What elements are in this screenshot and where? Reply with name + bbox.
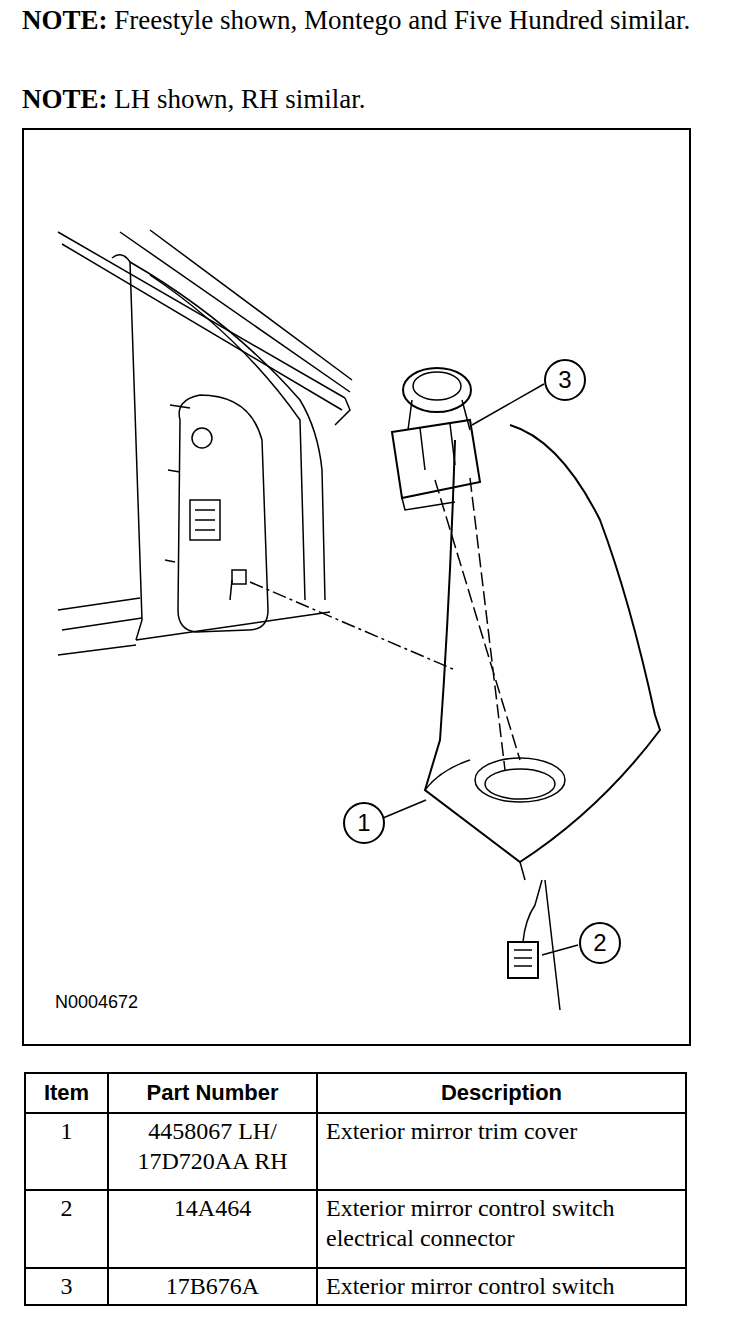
table-cell: Description	[317, 1073, 686, 1113]
illustration-line	[392, 420, 480, 498]
callout-number: 3	[544, 359, 586, 401]
illustration-line	[192, 428, 212, 448]
table-row: 3 17B676A Exterior mirror control switch	[25, 1268, 686, 1305]
callout-text: 2	[593, 929, 606, 957]
callout-text: 3	[558, 366, 571, 394]
illustration-line	[523, 880, 542, 942]
illustration-line	[150, 275, 305, 600]
table-text: 2	[61, 1195, 73, 1221]
illustration-line	[195, 510, 215, 530]
table-cell: Exterior mirror control switch	[317, 1268, 686, 1305]
note-heading: NOTE:	[22, 5, 108, 35]
table-cell: Item	[25, 1073, 108, 1113]
illustration-line	[475, 758, 565, 802]
note-heading: NOTE:	[22, 84, 108, 114]
table-cell: 3	[25, 1268, 108, 1305]
callout-text: 1	[357, 809, 370, 837]
table-cell: Part Number	[108, 1073, 317, 1113]
table-cell: 17B676A	[108, 1268, 317, 1305]
illustration-line	[420, 424, 455, 470]
table-cell: 2	[25, 1190, 108, 1268]
table-text: Exterior mirror control switch	[326, 1273, 615, 1299]
illustration-line	[545, 880, 560, 1010]
illustration-line	[425, 425, 660, 862]
table-cell: 14A464	[108, 1190, 317, 1268]
illustration-line	[435, 478, 520, 770]
table-cell: Exterior mirror control switch electrica…	[317, 1190, 686, 1268]
illustration-line	[383, 800, 426, 818]
table-cell: 1	[25, 1113, 108, 1190]
illustration-line	[190, 500, 220, 540]
illustration-line	[58, 230, 352, 410]
illustration-line	[402, 498, 455, 510]
table-text: 3	[61, 1273, 73, 1299]
table-text: Exterior mirror control switch electrica…	[326, 1195, 615, 1251]
table-row: Item Part Number Description	[25, 1073, 686, 1113]
illustration-line	[514, 950, 532, 966]
illustration-line	[472, 384, 544, 425]
illustration-line	[165, 405, 190, 562]
table-text: 4458067 LH/ 17D720AA RH	[137, 1118, 287, 1174]
table-text: 17B676A	[166, 1273, 259, 1299]
figure-number: N0004672	[55, 992, 138, 1013]
note-text: NOTE:LH shown, RH similar.	[22, 81, 694, 118]
illustration-line	[335, 398, 350, 425]
table-text: 14A464	[174, 1195, 251, 1221]
illustration-line	[413, 372, 461, 400]
note-body: LH shown, RH similar.	[114, 84, 365, 114]
callout-number: 1	[343, 802, 385, 844]
illustration-line	[250, 582, 455, 670]
illustration-line	[130, 262, 325, 600]
illustration-line	[520, 862, 525, 880]
illustration-line	[230, 580, 232, 600]
note-body: Freestyle shown, Montego and Five Hundre…	[114, 5, 690, 35]
column-header: Item	[44, 1080, 89, 1105]
column-header: Part Number	[146, 1080, 278, 1105]
table-text: Exterior mirror trim cover	[326, 1118, 577, 1144]
illustration-line	[403, 368, 471, 412]
illustration-line	[58, 598, 142, 655]
illustration-line	[425, 760, 470, 790]
illustration-line	[232, 570, 246, 584]
parts-table: Item Part Number Description 1 4458067 LH/ 1…	[24, 1072, 687, 1306]
column-header: Description	[441, 1080, 562, 1105]
illustration-line	[112, 255, 142, 640]
table-row: 2 14A464 Exterior mirror control switch el…	[25, 1190, 686, 1268]
illustration-line	[485, 769, 555, 799]
illustration-line	[136, 612, 330, 640]
table-text: 1	[61, 1118, 73, 1144]
illustration-line	[23, 129, 690, 1045]
illustration-line	[508, 942, 538, 978]
table-row: 1 4458067 LH/ 17D720AA RH Exterior mirror …	[25, 1113, 686, 1190]
illustration-line	[542, 945, 578, 955]
callout-number: 2	[579, 922, 621, 964]
table-cell: 4458067 LH/ 17D720AA RH	[108, 1113, 317, 1190]
note-text: NOTE:Freestyle shown, Montego and Five H…	[22, 2, 694, 39]
table-cell: Exterior mirror trim cover	[317, 1113, 686, 1190]
illustration-line	[178, 395, 268, 632]
